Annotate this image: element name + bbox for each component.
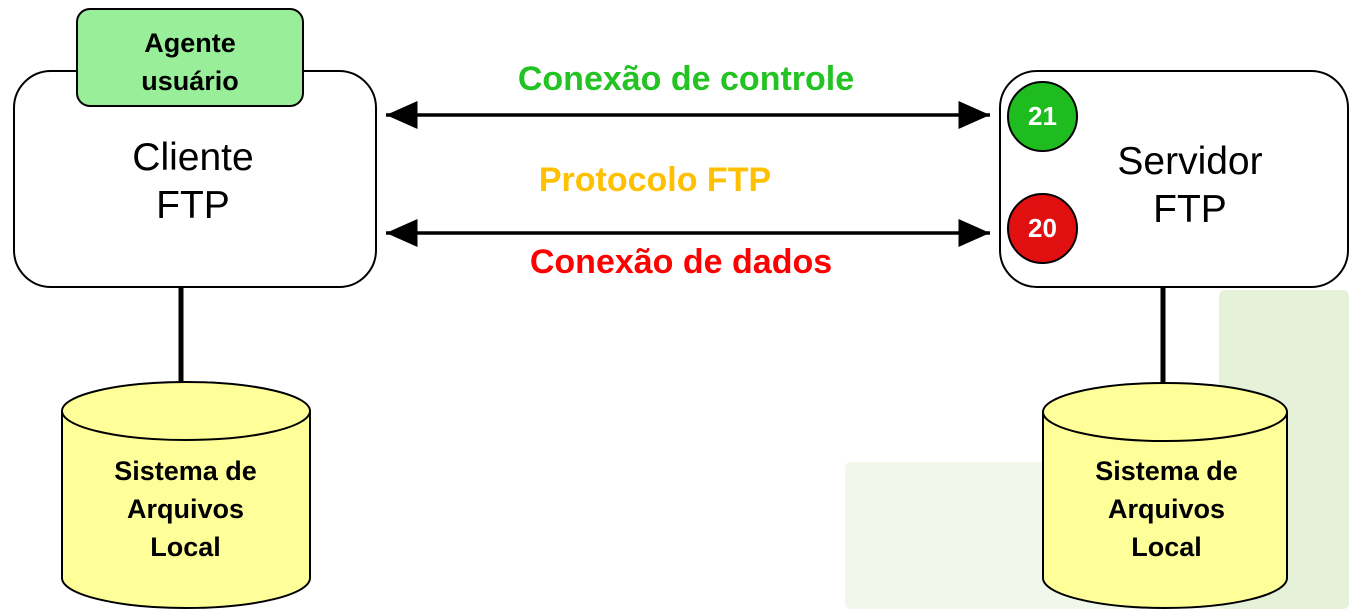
user-agent-label-line1: Agente <box>144 28 236 58</box>
client-title: Cliente <box>132 136 254 179</box>
client-storage-label-line3: Local <box>150 532 221 562</box>
client-subtitle: FTP <box>156 184 230 227</box>
server-storage-cylinder <box>1042 382 1288 609</box>
data-port-badge: 20 <box>1007 193 1078 264</box>
protocol-label: Protocolo FTP <box>538 161 772 199</box>
user-agent-box <box>76 8 304 107</box>
user-agent-label-line2: usuário <box>141 66 239 96</box>
client-storage-label-line1: Sistema de <box>114 456 257 486</box>
client-storage-cylinder <box>61 381 311 609</box>
server-storage-label-line2: Arquivos <box>1107 494 1226 524</box>
control-connection-label: Conexão de controle <box>517 60 855 98</box>
data-connection-label: Conexão de dados <box>529 243 833 281</box>
server-subtitle: FTP <box>1153 188 1227 231</box>
client-storage-label-line2: Arquivos <box>126 494 245 524</box>
control-port-badge: 21 <box>1007 81 1078 152</box>
server-storage-label-line3: Local <box>1131 532 1202 562</box>
server-storage-label-line1: Sistema de <box>1095 456 1238 486</box>
server-title: Servidor <box>1117 140 1263 183</box>
